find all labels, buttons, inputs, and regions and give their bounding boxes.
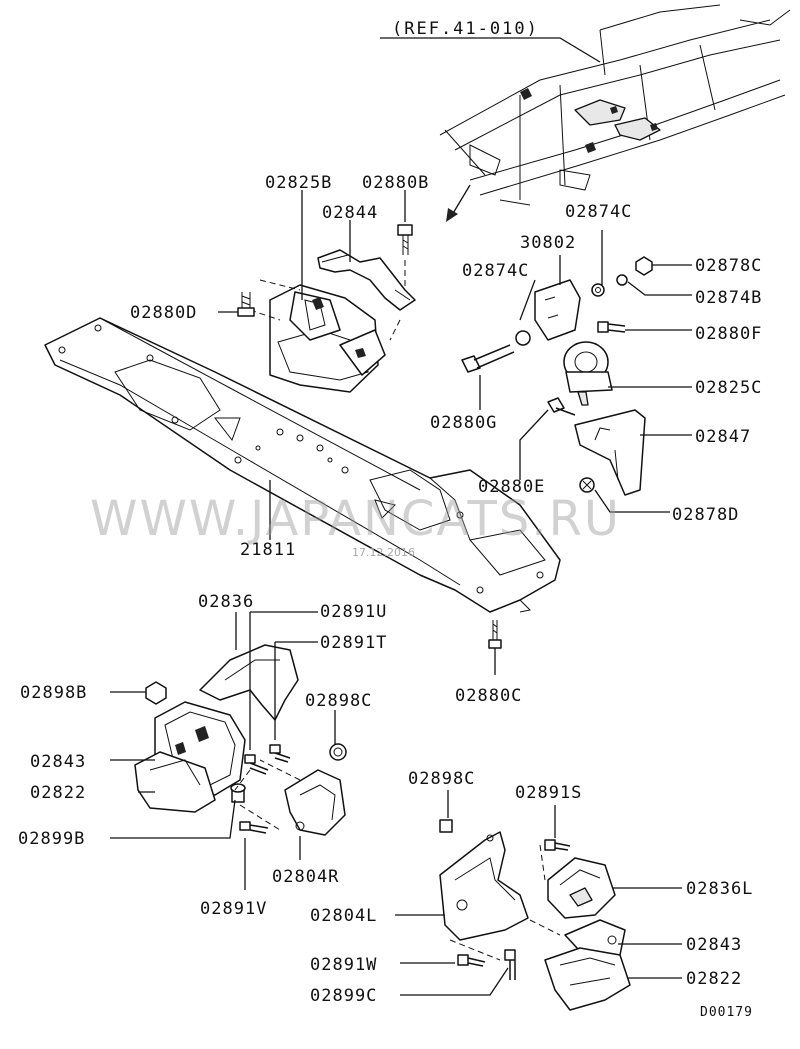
- callout-21811: 21811: [240, 540, 296, 560]
- callout-02825C: 02825C: [695, 378, 762, 398]
- callout-02843-left: 02843: [30, 752, 86, 772]
- callout-02836: 02836: [198, 592, 254, 612]
- mount-assembly-upper-right: 02874C 30802 02874C 02878C 02874B 02880F…: [430, 202, 762, 525]
- mount-assembly-lower-right: 02898C 02891S 02836L 02804L 02843 02891W…: [310, 769, 753, 1011]
- callout-02878C: 02878C: [695, 256, 762, 276]
- callout-30802: 30802: [520, 233, 576, 253]
- callout-02891U: 02891U: [320, 602, 387, 622]
- callout-02880C: 02880C: [455, 686, 522, 706]
- callout-02843-right: 02843: [686, 935, 742, 955]
- crossmember-21811: 21811: [44, 317, 561, 613]
- callout-02804R: 02804R: [272, 867, 339, 887]
- callout-02880D: 02880D: [130, 303, 197, 323]
- mount-assembly-lower-left: 02836 02891U 02891T 02898B 02898C 02843 …: [18, 592, 387, 919]
- diagram-code: D00179: [700, 1005, 753, 1020]
- date-stamp: 17.12.2016: [352, 546, 415, 559]
- reference-label: (REF.41-010): [392, 19, 539, 39]
- callout-02880E: 02880E: [478, 477, 545, 497]
- callout-02898C-left: 02898C: [305, 691, 372, 711]
- callout-02874B: 02874B: [695, 288, 762, 308]
- callout-02880G: 02880G: [430, 413, 497, 433]
- callout-02880B: 02880B: [362, 173, 429, 193]
- callout-02891V: 02891V: [200, 899, 267, 919]
- callout-02898C-right: 02898C: [408, 769, 475, 789]
- callout-02847: 02847: [695, 427, 751, 447]
- callout-02899B: 02899B: [18, 829, 85, 849]
- callout-02899C: 02899C: [310, 986, 377, 1006]
- callout-02825B: 02825B: [265, 173, 332, 193]
- callout-02898B: 02898B: [20, 683, 87, 703]
- callout-02891T: 02891T: [320, 633, 387, 653]
- callout-02822-right: 02822: [686, 969, 742, 989]
- callout-02874C-left: 02874C: [462, 261, 529, 281]
- callout-02880F: 02880F: [695, 324, 762, 344]
- callout-02891S: 02891S: [515, 783, 582, 803]
- vehicle-frame-reference: (REF.41-010): [380, 4, 791, 222]
- bolt-02880C: 02880C: [455, 620, 522, 706]
- callout-02874C-top: 02874C: [565, 202, 632, 222]
- mount-assembly-upper-left: 02825B 02880B 02844 02880D: [130, 173, 429, 393]
- callout-02878D: 02878D: [672, 505, 739, 525]
- watermark: WWW.JAPANCATS.RU: [90, 491, 621, 547]
- callout-02844: 02844: [322, 203, 378, 223]
- callout-02804L: 02804L: [310, 906, 377, 926]
- callout-02836L: 02836L: [686, 879, 753, 899]
- callout-02891W: 02891W: [310, 955, 377, 975]
- callout-02822-left: 02822: [30, 783, 86, 803]
